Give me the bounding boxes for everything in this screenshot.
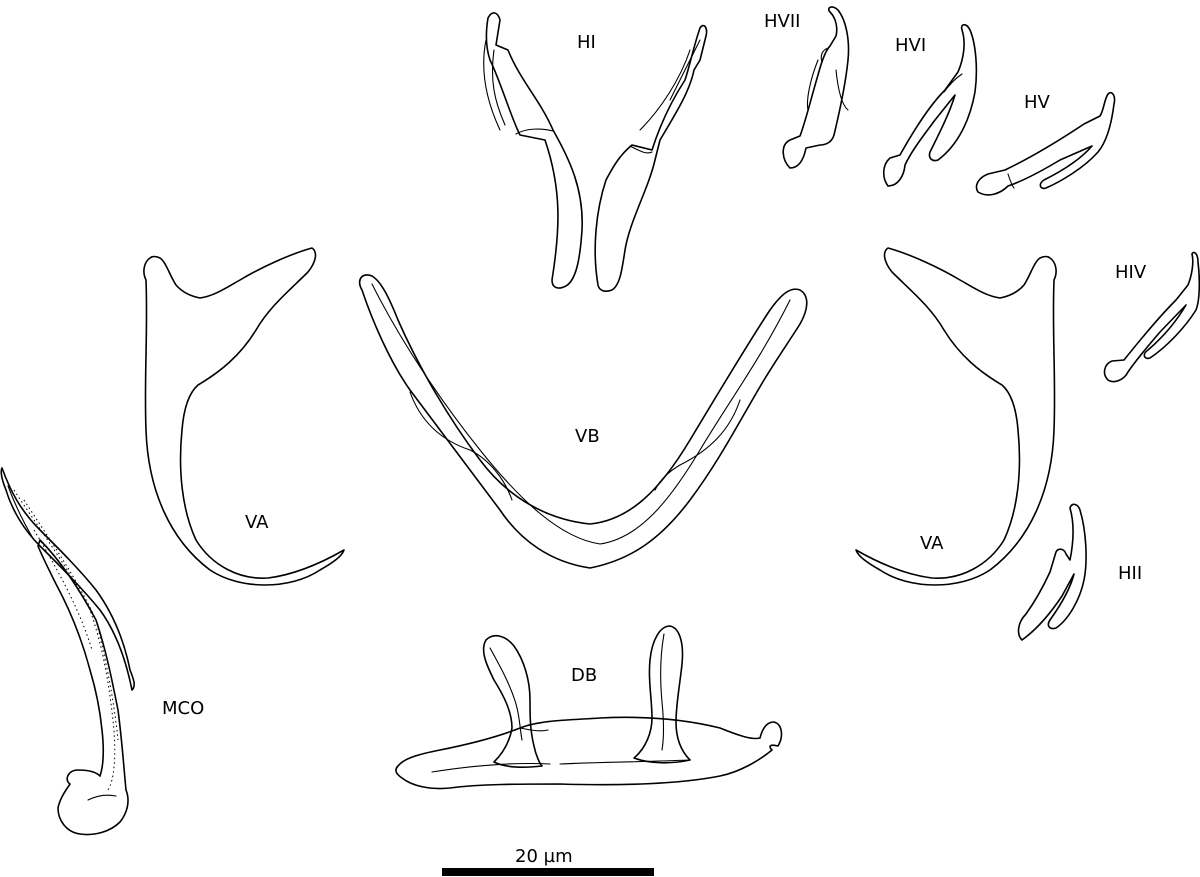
hook-hi-right [594,24,708,292]
label-hii: HII [1118,563,1142,584]
hook-hii [1017,503,1087,641]
scale-bar-label: 20 µm [515,846,573,867]
scale-bar: 20 µm [442,846,654,876]
hook-hvi [882,23,978,187]
ventral-anchor-right [855,247,1057,586]
ventral-anchor-left [143,247,345,586]
hook-hv [975,91,1116,196]
label-mco: MCO [162,698,204,719]
hook-hiv [1103,251,1200,383]
label-hv: HV [1024,92,1051,113]
label-vb: VB [575,426,600,447]
label-va-right: VA [920,533,944,554]
dorsal-bar [395,625,783,790]
label-hiv: HIV [1115,262,1147,283]
male-copulatory-organ [0,467,135,836]
label-hi: HI [577,32,596,53]
label-db: DB [571,665,597,686]
hook-hvii [782,6,850,169]
hook-hi-left [483,12,583,289]
label-hvi: HVI [895,35,926,56]
ventral-bar [358,274,808,569]
label-va-left: VA [245,512,269,533]
label-hvii: HVII [764,11,800,32]
scale-bar-line [442,868,654,876]
